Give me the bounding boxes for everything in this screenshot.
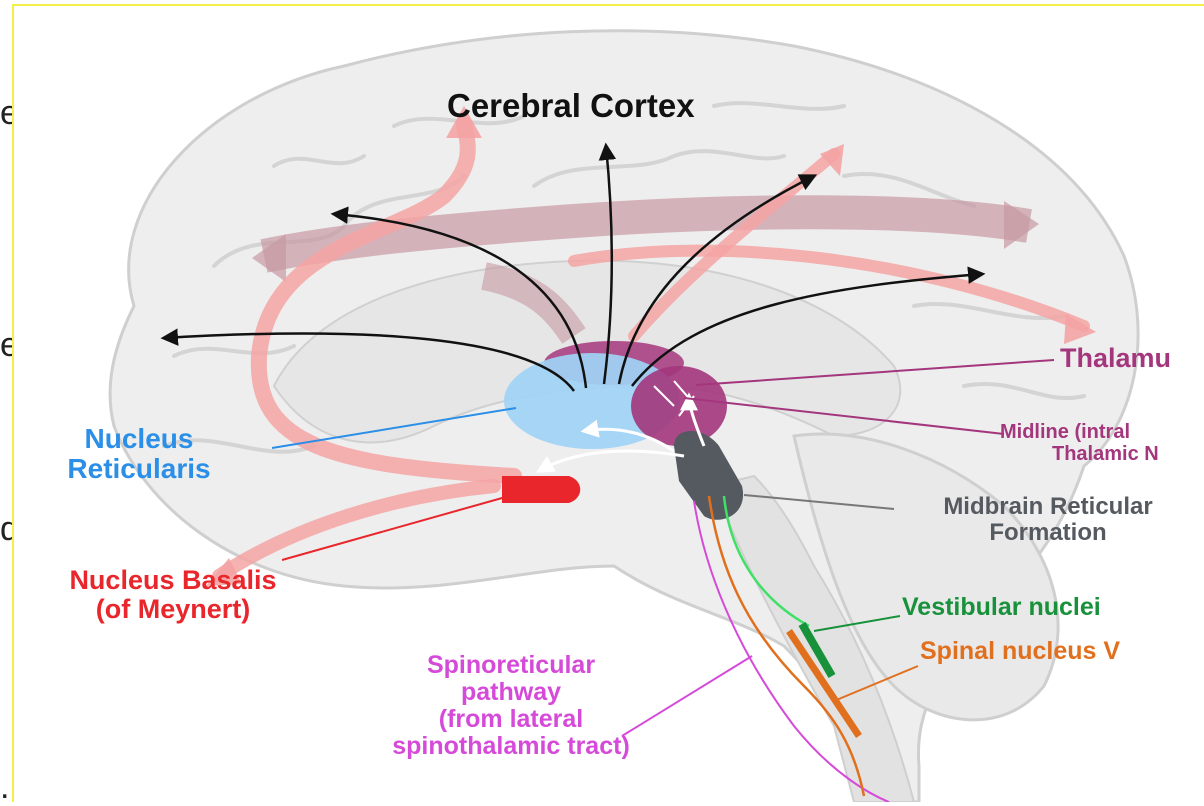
label-spinoreticular-line2: pathway	[326, 679, 696, 706]
label-spinoreticular-line3: (from lateral	[326, 706, 696, 733]
edge-text-4: .	[0, 770, 9, 804]
diagram-frame: Cerebral Cortex Nucleus Reticularis Nucl…	[12, 4, 1204, 802]
label-nucleus-basalis: Nucleus Basalis (of Meynert)	[18, 566, 328, 624]
label-cerebral-cortex: Cerebral Cortex	[447, 88, 695, 124]
label-nucleus-reticularis-line1: Nucleus	[34, 424, 244, 454]
label-midbrain-reticular: Midbrain Reticular Formation	[898, 494, 1198, 546]
label-midbrain-reticular-line2: Formation	[898, 520, 1198, 546]
label-midline: Midline (intral Thalamic N	[1000, 422, 1159, 465]
label-nucleus-reticularis: Nucleus Reticularis	[34, 424, 244, 484]
label-spinoreticular-line4: spinothalamic tract)	[326, 733, 696, 760]
label-spinoreticular-line1: Spinoreticular	[326, 652, 696, 679]
label-nucleus-basalis-line2: (of Meynert)	[18, 595, 328, 624]
label-spinoreticular: Spinoreticular pathway (from lateral spi…	[326, 652, 696, 760]
label-thalamus: Thalamu	[1060, 344, 1171, 373]
label-midline-line2: Thalamic N	[1000, 444, 1159, 466]
label-spinal-nucleus: Spinal nucleus V	[920, 638, 1120, 665]
label-midline-line1: Midline (intral	[1000, 422, 1159, 444]
label-nucleus-reticularis-line2: Reticularis	[34, 454, 244, 484]
label-nucleus-basalis-line1: Nucleus Basalis	[18, 566, 328, 595]
label-vestibular-nuclei: Vestibular nuclei	[902, 594, 1101, 621]
thalamus-shape	[631, 366, 727, 446]
nucleus-basalis-shape	[502, 476, 580, 503]
label-midbrain-reticular-line1: Midbrain Reticular	[898, 494, 1198, 520]
